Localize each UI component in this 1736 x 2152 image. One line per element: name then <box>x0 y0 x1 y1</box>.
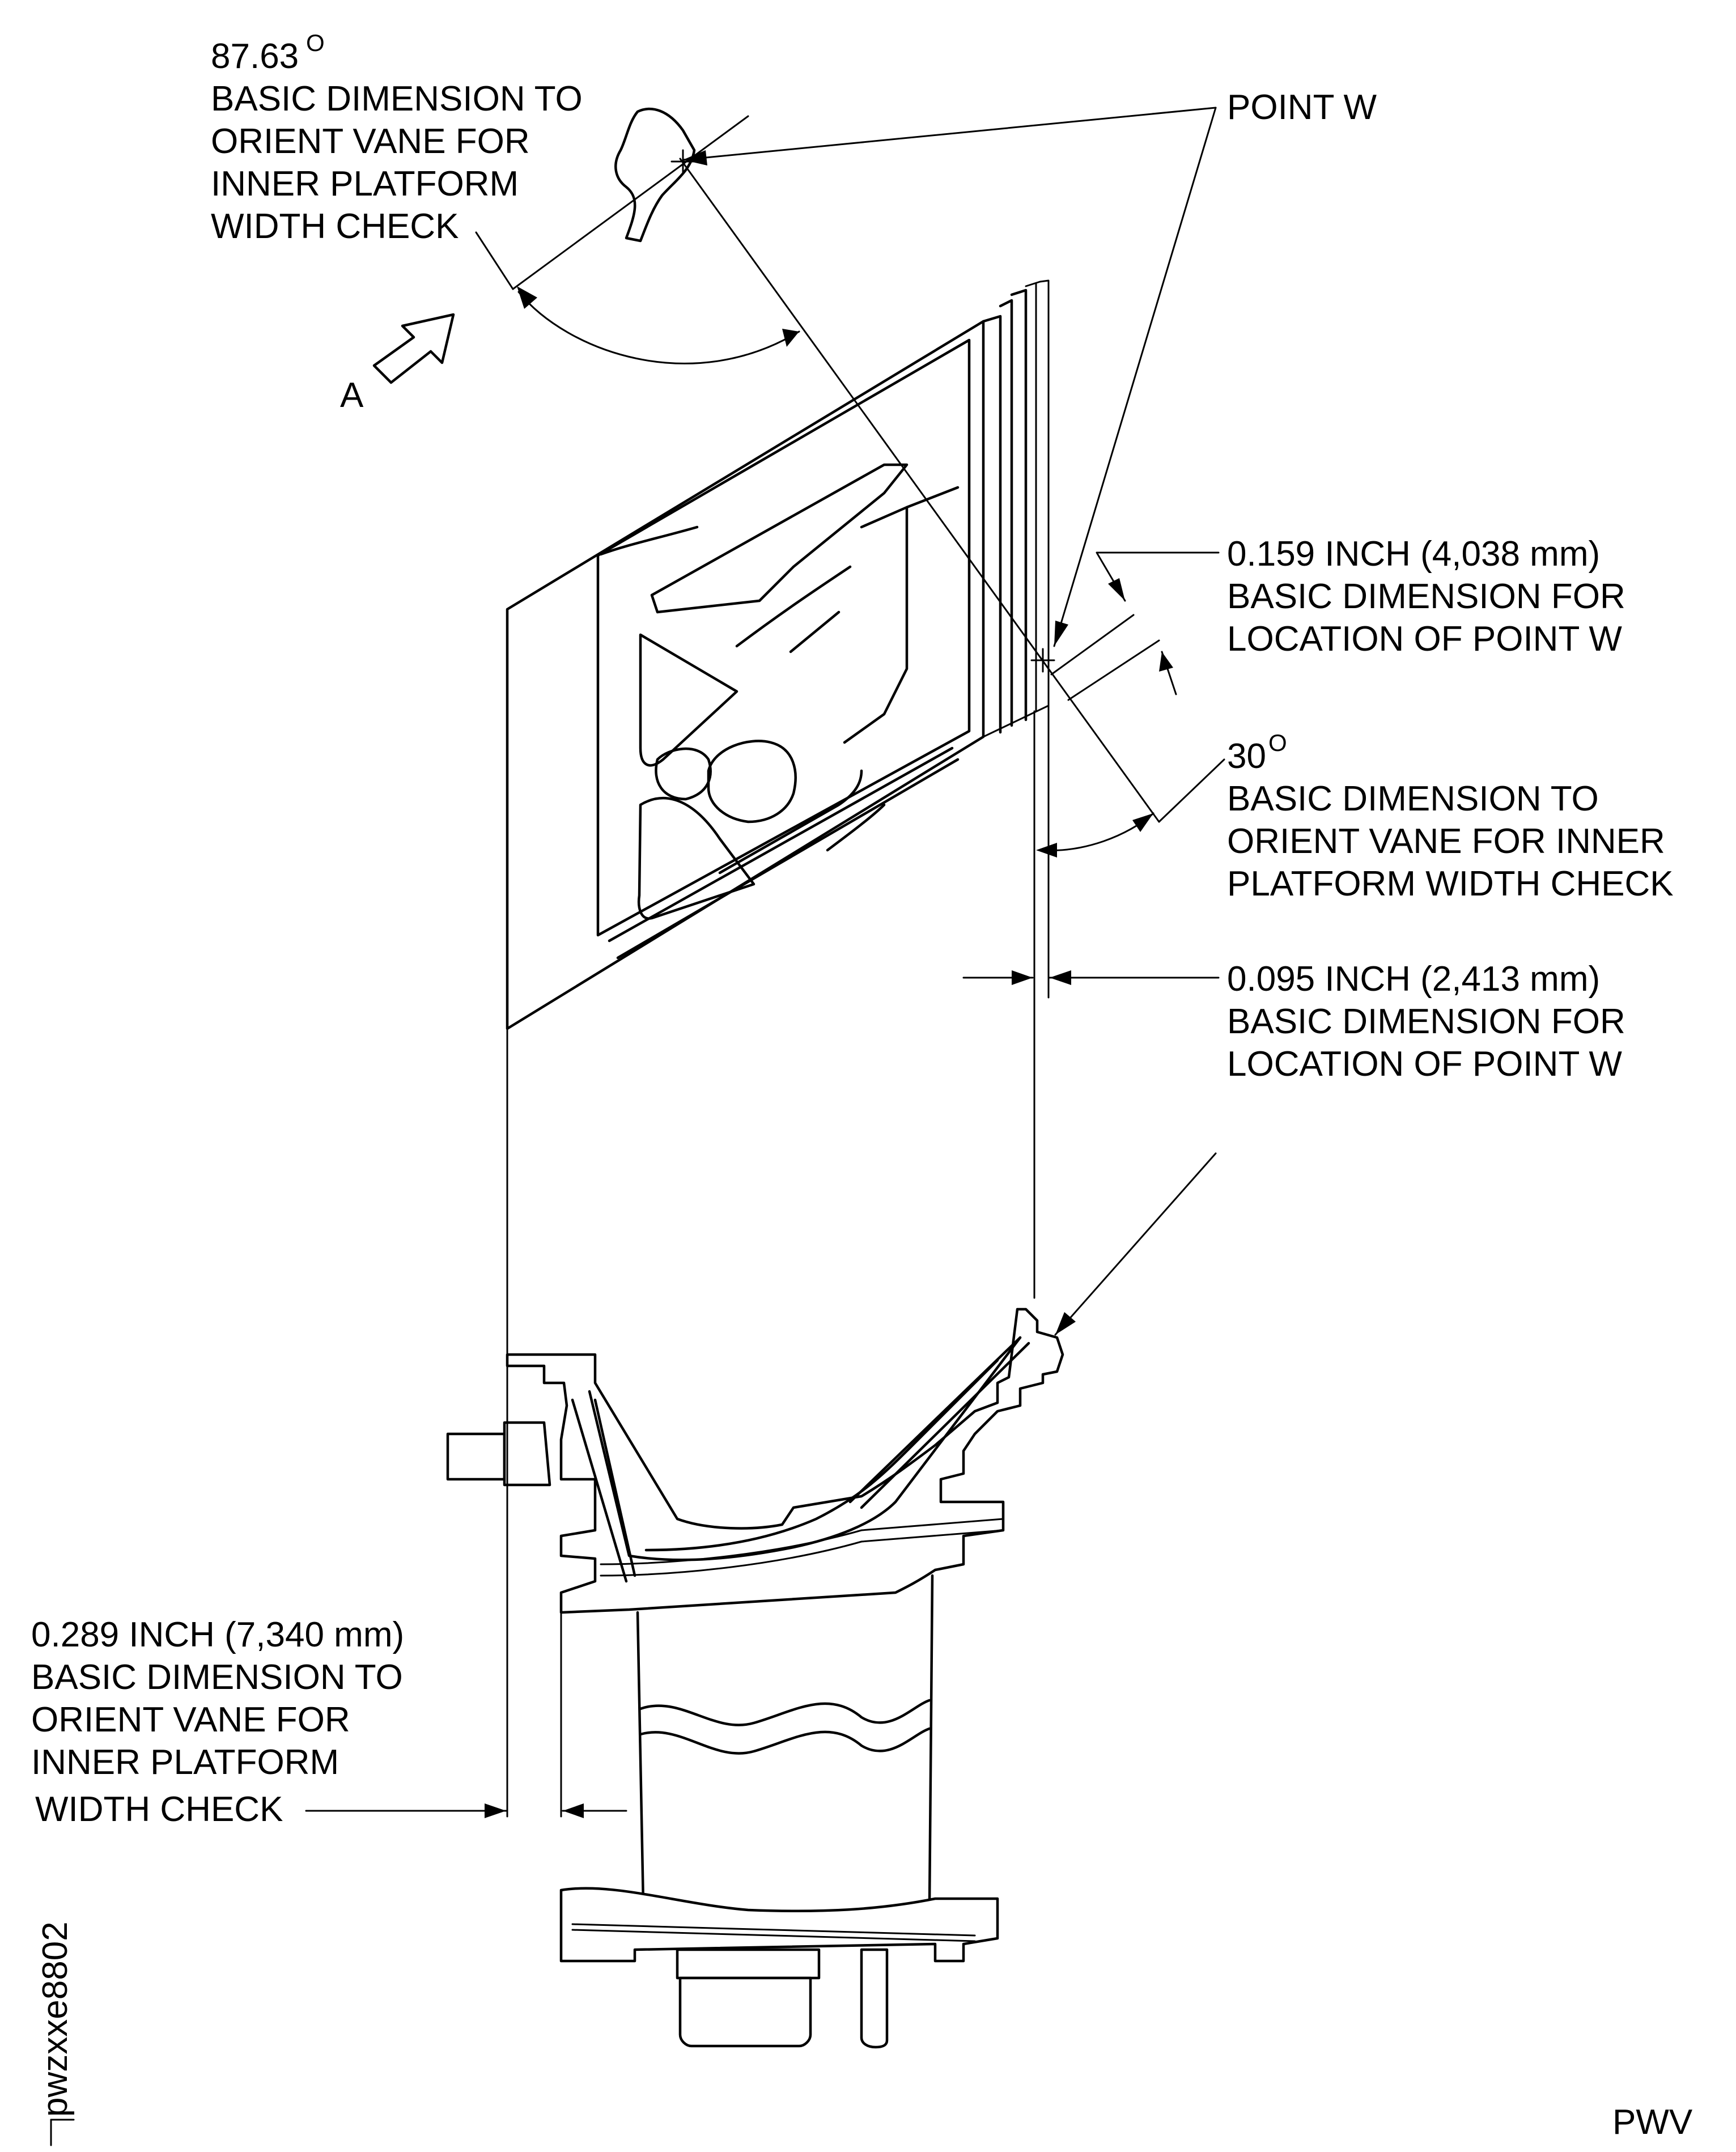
dim-0095-line-2: BASIC DIMENSION FOR <box>1227 1002 1625 1041</box>
top-angle-line-2: ORIENT VANE FOR <box>211 122 530 161</box>
label-right-angle: 30 O BASIC DIMENSION TO ORIENT VANE FOR … <box>1227 729 1674 903</box>
top-angle-value: 87.63 <box>211 37 299 76</box>
right-angle-degree-mark: O <box>1268 729 1287 756</box>
view-arrow-label: A <box>340 376 364 415</box>
label-dim-0159: 0.159 INCH (4,038 mm) BASIC DIMENSION FO… <box>1227 534 1625 659</box>
right-angle-value: 30 <box>1227 737 1266 776</box>
airfoil-section-detail <box>614 107 696 243</box>
projection-lines <box>506 115 1160 1818</box>
label-dim-0289: 0.289 INCH (7,340 mm) BASIC DIMENSION TO… <box>31 1615 404 1829</box>
right-angle-line-3: PLATFORM WIDTH CHECK <box>1227 864 1674 903</box>
top-angle-line-1: BASIC DIMENSION TO <box>211 79 583 118</box>
dim-0095-line-3: LOCATION OF POINT W <box>1227 1045 1622 1084</box>
platform-top-view <box>506 279 1050 1030</box>
dim-0289-line-4: INNER PLATFORM <box>31 1743 339 1782</box>
top-angle-degree-mark: O <box>306 29 325 56</box>
corner-code: PWV <box>1612 2103 1693 2142</box>
vane-side-view <box>446 1308 1064 2049</box>
view-arrow-a <box>372 313 455 384</box>
dim-0289-line-2: BASIC DIMENSION TO <box>31 1658 403 1697</box>
dim-0159-line-3: LOCATION OF POINT W <box>1227 619 1622 659</box>
top-angle-line-3: INNER PLATFORM <box>211 164 519 203</box>
top-angle-line-4: WIDTH CHECK <box>211 207 459 246</box>
dimension-leaders <box>305 107 1225 1818</box>
right-angle-line-1: BASIC DIMENSION TO <box>1227 779 1599 818</box>
label-top-angle: 87.63 O BASIC DIMENSION TO ORIENT VANE F… <box>211 29 583 246</box>
dim-0289-line-5: WIDTH CHECK <box>35 1790 283 1829</box>
dim-0289-line-3: ORIENT VANE FOR <box>31 1700 350 1739</box>
dim-0159-line-2: BASIC DIMENSION FOR <box>1227 577 1625 616</box>
dim-0159-line-1: 0.159 INCH (4,038 mm) <box>1227 534 1600 574</box>
right-angle-line-2: ORIENT VANE FOR INNER <box>1227 822 1665 861</box>
dim-0095-line-1: 0.095 INCH (2,413 mm) <box>1227 960 1600 999</box>
dim-0289-line-1: 0.289 INCH (7,340 mm) <box>31 1615 404 1654</box>
label-dim-0095: 0.095 INCH (2,413 mm) BASIC DIMENSION FO… <box>1227 960 1625 1084</box>
figure-id: pwzxxe8802 <box>36 1921 75 2117</box>
point-w-label: POINT W <box>1227 88 1377 127</box>
